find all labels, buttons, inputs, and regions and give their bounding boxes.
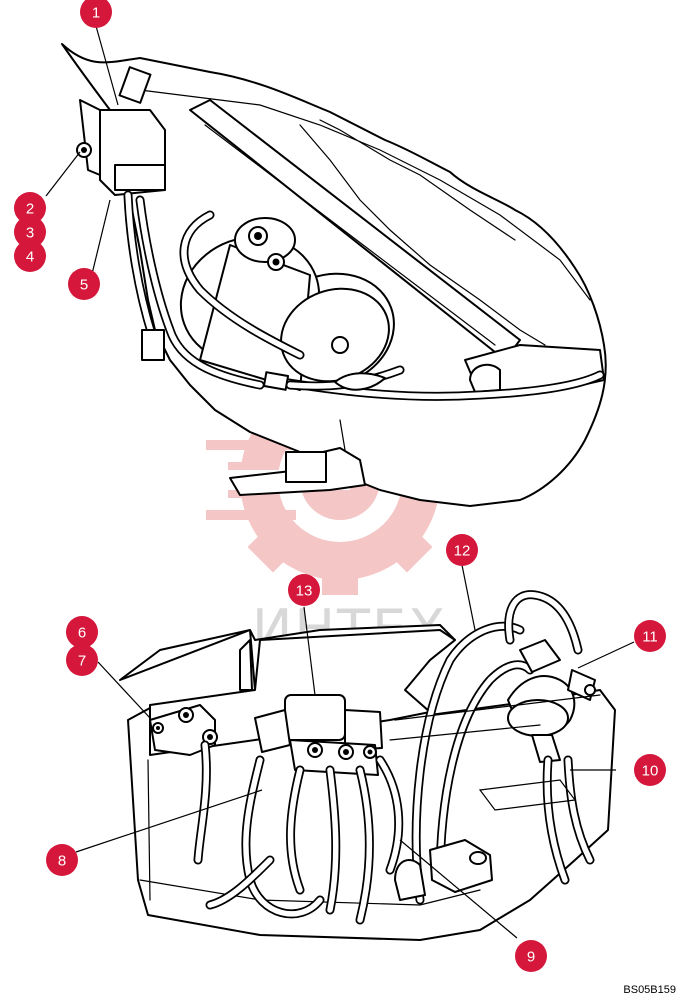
callout-2[interactable]: 2 <box>14 192 46 224</box>
svg-text:4: 4 <box>26 249 34 266</box>
svg-text:5: 5 <box>80 277 88 294</box>
callout-3[interactable]: 3 <box>14 216 46 248</box>
callout-13[interactable]: 13 <box>288 574 320 606</box>
svg-text:6: 6 <box>78 625 86 642</box>
svg-text:13: 13 <box>296 583 313 600</box>
svg-text:7: 7 <box>78 653 86 670</box>
svg-text:10: 10 <box>642 763 659 780</box>
svg-text:9: 9 <box>527 949 535 966</box>
callout-8[interactable]: 8 <box>46 844 78 876</box>
callout-7[interactable]: 7 <box>66 644 98 676</box>
callout-10[interactable]: 10 <box>634 754 666 786</box>
leader-lines <box>45 25 635 939</box>
callout-1[interactable]: 1 <box>80 0 112 28</box>
svg-text:11: 11 <box>642 629 658 646</box>
svg-text:8: 8 <box>58 853 66 870</box>
callout-4[interactable]: 4 <box>14 240 46 272</box>
bottom-assembly-relay-and-filter <box>119 590 616 941</box>
callout-6[interactable]: 6 <box>66 616 98 648</box>
callout-11[interactable]: 11 <box>634 620 666 652</box>
callout-5[interactable]: 5 <box>68 268 100 300</box>
svg-text:2: 2 <box>26 201 34 218</box>
callout-9[interactable]: 9 <box>515 940 547 972</box>
svg-text:12: 12 <box>454 543 471 560</box>
callout-12[interactable]: 12 <box>446 534 478 566</box>
svg-text:3: 3 <box>26 225 34 242</box>
svg-text:1: 1 <box>92 5 100 22</box>
top-assembly-starter-motor <box>61 43 607 507</box>
figure-code: BS05B159 <box>623 984 676 996</box>
